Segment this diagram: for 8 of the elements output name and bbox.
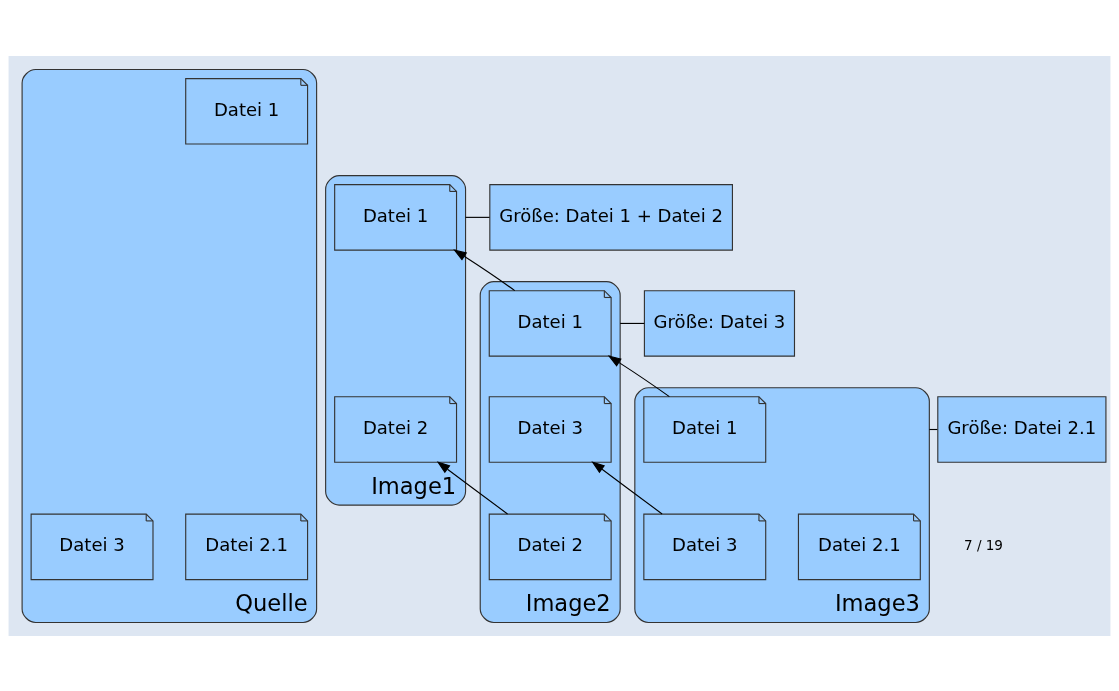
arrow [591, 460, 663, 515]
node-box: Größe: Datei 2.1 [937, 395, 1107, 463]
node-box: Größe: Datei 1 + Datei 2 [489, 183, 733, 251]
connector [619, 322, 645, 324]
connector [465, 216, 491, 218]
node-box: Größe: Datei 3 [643, 289, 796, 357]
arrow [436, 460, 509, 515]
label: 7 / 19 [964, 536, 1003, 553]
